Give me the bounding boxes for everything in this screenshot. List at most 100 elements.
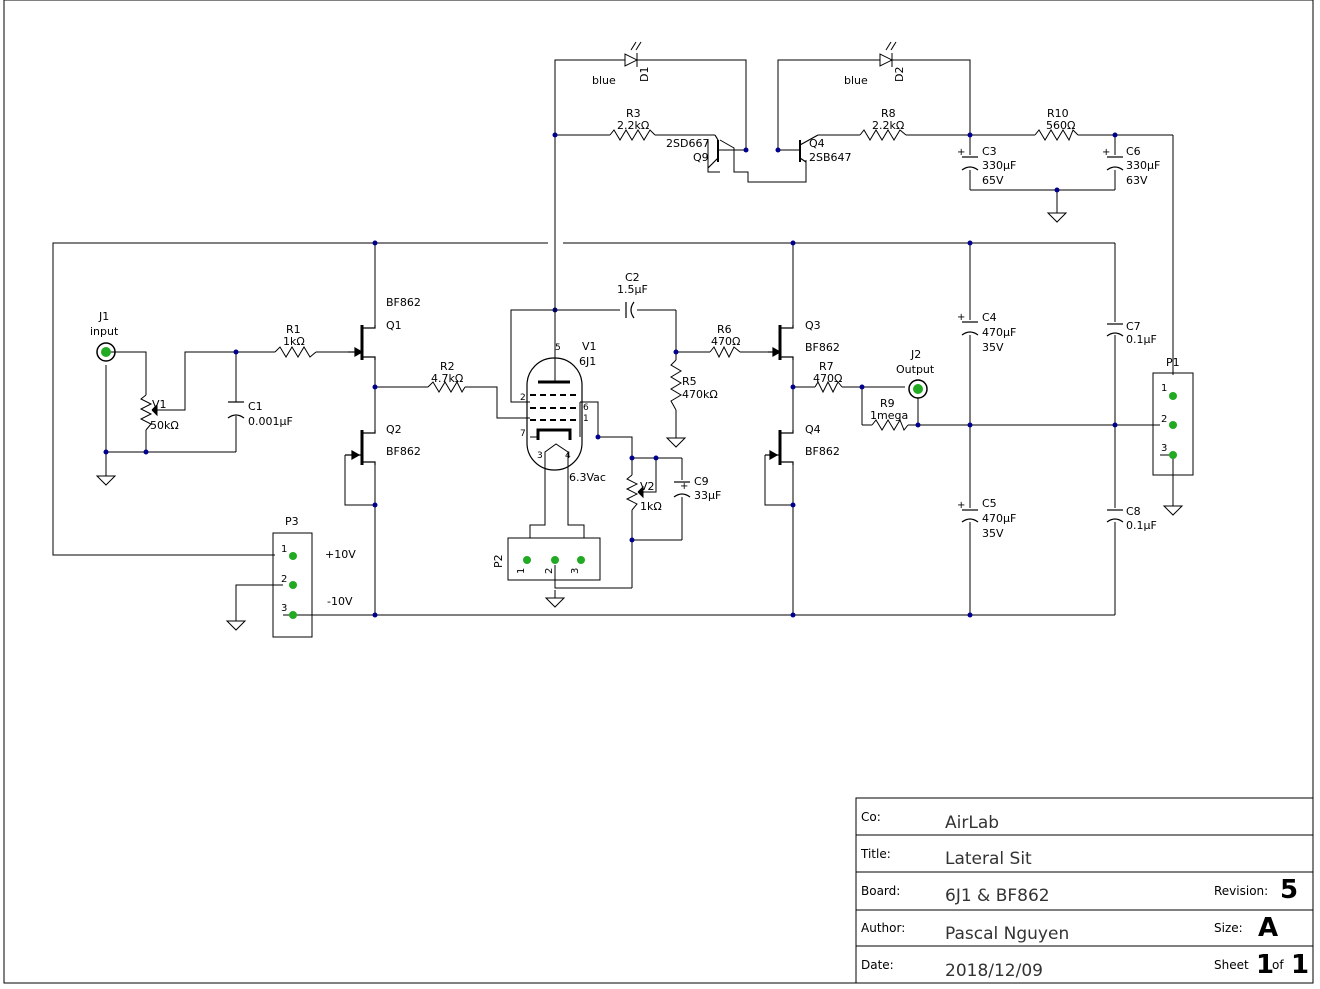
- value-V1-pot: 50kΩ: [150, 419, 179, 432]
- value-C6a: 330μF: [1126, 159, 1160, 172]
- ref-Q2: Q2: [386, 423, 402, 436]
- revision-label: Revision:: [1214, 884, 1268, 898]
- ref-C3: C3: [982, 145, 997, 158]
- ref-D2: D2: [893, 67, 906, 82]
- label-p3-pos: +10V: [325, 548, 356, 561]
- ref-C8: C8: [1126, 505, 1141, 518]
- led-symbols: [620, 41, 900, 67]
- author-name: Pascal Nguyen: [945, 924, 1069, 944]
- ground-symbol: [666, 429, 686, 448]
- value-C8: 0.1μF: [1126, 519, 1157, 532]
- ground-symbol: [1163, 497, 1183, 516]
- wires: [52, 59, 1174, 616]
- tube-pin-6: 6: [583, 403, 589, 413]
- value-heater: 6.3Vac: [569, 471, 606, 484]
- jfet-symbols: [345, 134, 819, 465]
- pin-p3-2: 2: [281, 574, 287, 585]
- ref-J1: J1: [98, 310, 109, 323]
- ref-R9: R9: [880, 397, 895, 410]
- value-C5a: 470μF: [982, 512, 1016, 525]
- value-C4a: 470μF: [982, 326, 1016, 339]
- tube-pin-7: 7: [520, 429, 526, 439]
- value-R2: 4.7kΩ: [431, 372, 463, 385]
- sheet-label: Sheet: [1214, 958, 1249, 972]
- ground-symbol: [1047, 204, 1067, 223]
- connector-j1: [96, 342, 116, 362]
- connector-p2: [507, 537, 601, 581]
- value-D1: blue: [592, 74, 616, 87]
- value-V2: 1kΩ: [640, 500, 662, 513]
- polarity-marks: +++ ++: [680, 147, 1110, 511]
- ref-R10: R10: [1047, 107, 1069, 120]
- value-Q9: 2SD667: [666, 137, 709, 150]
- pin-p3-1: 1: [281, 544, 287, 555]
- size-value: A: [1258, 913, 1278, 943]
- connector-j2: [908, 379, 928, 399]
- company-name: AirLab: [945, 813, 999, 833]
- vacuum-tube-6j1: [520, 300, 583, 471]
- value-D2: blue: [844, 74, 868, 87]
- ground-symbol: [545, 589, 565, 608]
- ref-P1: P1: [1166, 356, 1180, 369]
- title-block: Co: AirLab Title: Lateral Sit Board: 6J1…: [855, 797, 1314, 984]
- ref-D1: D1: [638, 67, 651, 82]
- ref-V1: V1: [582, 340, 597, 353]
- value-R7: 470Ω: [813, 372, 842, 385]
- pin-p2-1: 1: [516, 568, 527, 574]
- value-C3a: 330μF: [982, 159, 1016, 172]
- pin-p2-2: 2: [544, 568, 555, 574]
- pin-p1-3: 3: [1161, 443, 1167, 454]
- tube-pin-3: 3: [537, 451, 543, 461]
- ref-Q4-top: Q4: [809, 137, 825, 150]
- ref-C1: C1: [248, 400, 263, 413]
- ref-R6: R6: [717, 323, 732, 336]
- junctions: [103, 132, 1118, 618]
- value-C4b: 35V: [982, 341, 1004, 354]
- ref-P3: P3: [285, 515, 299, 528]
- ref-R1: R1: [286, 323, 301, 336]
- board-label: Board:: [861, 884, 900, 898]
- connector-p1: [1152, 372, 1194, 476]
- ref-P2: P2: [492, 554, 505, 568]
- ref-C7: C7: [1126, 320, 1141, 333]
- svg-text:+: +: [957, 147, 965, 158]
- value-R8: 2.2kΩ: [872, 119, 904, 132]
- value-C6b: 63V: [1126, 174, 1148, 187]
- value-C5b: 35V: [982, 527, 1004, 540]
- ref-R8: R8: [881, 107, 896, 120]
- ref-R5: R5: [682, 375, 697, 388]
- value-C7: 0.1μF: [1126, 333, 1157, 346]
- ref-R2: R2: [440, 360, 455, 373]
- pin-p1-1: 1: [1161, 383, 1167, 394]
- svg-text:+: +: [957, 500, 965, 511]
- label-p3-neg: -10V: [327, 595, 353, 608]
- ref-R3: R3: [626, 107, 641, 120]
- ref-V1-pot: V1: [152, 398, 167, 411]
- value-C9: 33μF: [694, 489, 721, 502]
- value-Q4-top: 2SB647: [809, 151, 852, 164]
- component-labels: J1 input J2 Output P1 P3 P2 +10V -10V 1 …: [90, 67, 1180, 614]
- svg-text:+: +: [1102, 147, 1110, 158]
- capacitor-symbols: [227, 156, 1124, 523]
- ref-Q3: Q3: [805, 319, 821, 332]
- value-J1: input: [90, 325, 119, 338]
- ref-Q4: Q4: [805, 423, 821, 436]
- ref-C4: C4: [982, 311, 997, 324]
- value-R5: 470kΩ: [682, 388, 718, 401]
- value-Q4: BF862: [805, 445, 840, 458]
- ref-J2: J2: [910, 348, 921, 361]
- value-J2: Output: [896, 363, 935, 376]
- value-C1: 0.001μF: [248, 415, 293, 428]
- pin-p3-3: 3: [281, 603, 287, 614]
- size-label: Size:: [1214, 921, 1243, 935]
- tube-pin-1: 1: [583, 414, 589, 424]
- svg-text:+: +: [680, 481, 688, 492]
- value-R9: 1mega: [870, 409, 908, 422]
- author-label: Author:: [861, 921, 905, 935]
- value-Q2: BF862: [386, 445, 421, 458]
- ref-C5: C5: [982, 497, 997, 510]
- sheet-number: 1: [1256, 950, 1274, 980]
- sheet-border: [3, 0, 1314, 984]
- value-Q3: BF862: [805, 341, 840, 354]
- ref-C6: C6: [1126, 145, 1141, 158]
